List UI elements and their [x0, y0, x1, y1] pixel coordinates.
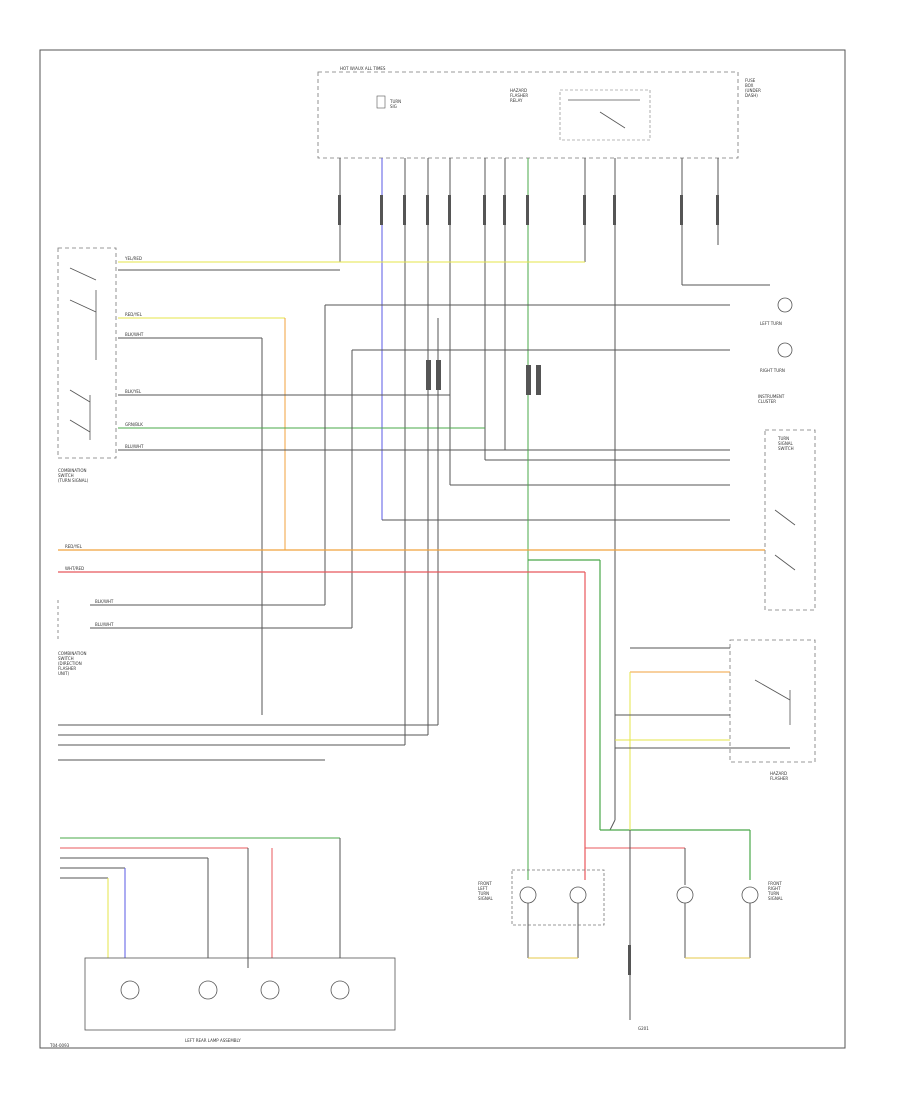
- left-switch-wire-labels: YEL/RED RED/YEL BLK/WHT BLK/YEL GRN/BLK …: [124, 256, 144, 449]
- diagram-frame: [39, 49, 846, 1049]
- left-combination-switch: COMBINATION SWITCH (TURN SIGNAL): [57, 247, 117, 483]
- wire-label-blu-wht: BLU/WHT: [125, 444, 144, 449]
- flasher-label-4: FLASHER: [58, 666, 76, 671]
- front-left-label-2: LEFT: [478, 886, 488, 891]
- front-right-label-3: TURN: [767, 891, 779, 896]
- front-right-label-4: SIGNAL: [768, 896, 784, 901]
- flasher-label-5: UNIT): [58, 671, 70, 676]
- flasher-wire-label-2: BLU/WHT: [95, 622, 114, 627]
- top-module-turn: TURN: [389, 99, 401, 104]
- instrument-cluster: LEFT TURN RIGHT TURN INSTRUMENT CLUSTER: [758, 297, 793, 404]
- turn-signal-switch: TURN SIGNAL SWITCH: [764, 429, 816, 611]
- top-module-fuse: FUSE: [745, 78, 756, 83]
- direction-flasher-unit: BLK/WHT BLU/WHT COMBINATION SWITCH (DIRE…: [57, 599, 352, 676]
- bus-label-red-yel: RED/YEL: [65, 544, 83, 549]
- hazard-label-1: HAZARD: [770, 771, 787, 776]
- left-switch-wires: [118, 261, 730, 725]
- hazard-wires: [615, 647, 790, 830]
- left-rear-assy-label: LEFT REAR LAMP ASSEMBLY: [185, 1038, 241, 1043]
- hazard-label-2: FLASHER: [770, 776, 788, 781]
- flasher-label-3: (DIRECTION: [58, 661, 82, 666]
- vertical-wire-labels: [338, 195, 719, 225]
- top-vertical-wires: [120, 158, 770, 880]
- ground-label: G201: [638, 1026, 649, 1031]
- left-switch-label-3: (TURN SIGNAL): [58, 478, 89, 483]
- top-module-flasher: FLASHER: [510, 93, 528, 98]
- front-right-label-2: RIGHT: [768, 886, 781, 891]
- top-module-sig: SIG: [390, 104, 397, 109]
- front-right-label-1: FRONT: [768, 881, 782, 886]
- wire-label-grn-blk: GRN/BLK: [125, 422, 143, 427]
- top-module-under: (UNDER: [745, 88, 761, 93]
- turn-switch-label-2: SIGNAL: [778, 441, 794, 446]
- wire-label-blk-yel: BLK/YEL: [125, 389, 142, 394]
- left-rear-lamp-assembly: LEFT REAR LAMP ASSEMBLY: [60, 837, 396, 1043]
- bus-wire-labels: RED/YEL WHT/RED: [65, 544, 84, 571]
- right-turn-indicator: RIGHT TURN: [760, 368, 785, 373]
- turn-switch-label-1: TURN: [777, 436, 789, 441]
- inline-connectors: [426, 360, 541, 395]
- top-module-hazard: HAZARD: [510, 88, 527, 93]
- left-turn-indicator: LEFT TURN: [760, 321, 782, 326]
- flasher-wire-label-1: BLK/WHT: [95, 599, 114, 604]
- instrument-label: INSTRUMENT: [758, 394, 785, 399]
- ground-wire: G201: [628, 830, 649, 1031]
- top-module-dash: DASH): [745, 93, 758, 98]
- left-switch-label-2: SWITCH: [58, 473, 74, 478]
- front-right-turn-signal: FRONT RIGHT TURN SIGNAL: [585, 847, 784, 959]
- top-module-relay: RELAY: [510, 98, 523, 103]
- main-bus-wires: [58, 549, 765, 880]
- flasher-label-1: COMBINATION: [58, 651, 87, 656]
- top-module-title: HOT W/AUX ALL TIMES: [340, 66, 386, 71]
- wire-label-blk-wht-1: BLK/WHT: [125, 332, 144, 337]
- left-switch-label-1: COMBINATION: [58, 468, 87, 473]
- flasher-label-2: SWITCH: [58, 656, 74, 661]
- top-fuse-box: HOT W/AUX ALL TIMES HAZARD FLASHER RELAY…: [317, 66, 761, 159]
- top-module-box: BOX: [745, 83, 754, 88]
- front-left-label-4: SIGNAL: [478, 896, 494, 901]
- cluster-label: CLUSTER: [758, 399, 776, 404]
- wire-label-yel-red: YEL/RED: [124, 256, 142, 261]
- wire-label-red-yel: RED/YEL: [125, 312, 143, 317]
- front-left-label-3: TURN: [477, 891, 489, 896]
- front-left-turn-signal: FRONT LEFT TURN SIGNAL: [477, 869, 605, 959]
- bus-label-wht-red: WHT/RED: [65, 566, 84, 571]
- lower-left-wires: [58, 724, 438, 761]
- diagram-code: T04-0093: [49, 1043, 70, 1048]
- front-left-label-1: FRONT: [478, 881, 492, 886]
- turn-switch-label-3: SWITCH: [778, 446, 794, 451]
- hazard-flasher-module: HAZARD FLASHER: [729, 639, 816, 781]
